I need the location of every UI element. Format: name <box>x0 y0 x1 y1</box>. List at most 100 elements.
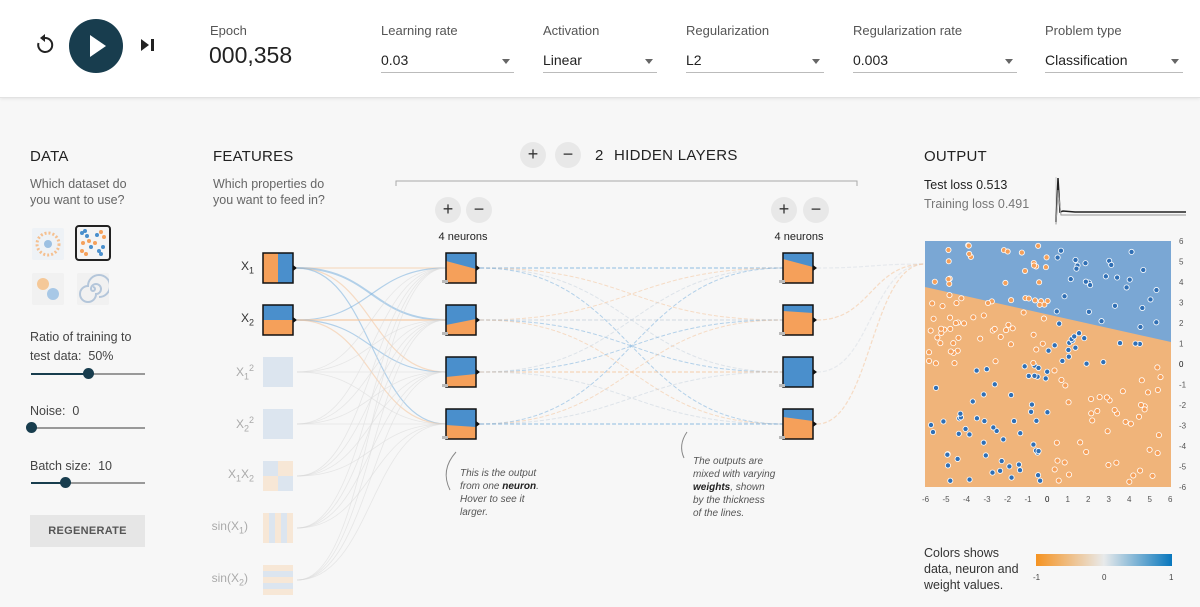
data-point <box>1030 331 1037 338</box>
weight-link[interactable] <box>479 371 784 425</box>
learning-rate-dropdown[interactable]: 0.03 <box>381 50 514 73</box>
weight-link[interactable] <box>296 267 447 529</box>
layer2-neuron-2[interactable] <box>779 304 817 336</box>
chevron-down-icon <box>502 59 510 64</box>
weight-link[interactable] <box>479 267 784 425</box>
activation-dropdown[interactable]: Linear <box>543 50 657 73</box>
feature-node-5[interactable] <box>263 461 293 491</box>
weight-link[interactable] <box>479 267 784 321</box>
layer2-remove-neuron-button[interactable]: − <box>803 197 829 223</box>
chevron-down-icon <box>645 59 653 64</box>
layer1-add-neuron-button[interactable]: + <box>435 197 461 223</box>
data-point <box>1044 368 1051 375</box>
dataset-gaussian-thumb[interactable] <box>32 273 64 305</box>
layer1-neuron-3[interactable] <box>442 356 480 388</box>
problem-type-dropdown[interactable]: Classification <box>1045 50 1183 73</box>
test-loss: Test loss 0.513 <box>924 178 1008 192</box>
top-control-bar: Epoch 000,358 Learning rate 0.03 Activat… <box>0 0 1200 98</box>
data-point <box>1051 342 1058 349</box>
batch-slider-track[interactable] <box>31 482 145 484</box>
weight-link[interactable] <box>296 319 447 581</box>
weight-link[interactable] <box>479 319 784 425</box>
weight-link[interactable] <box>296 267 447 373</box>
noise-slider-track[interactable] <box>31 427 145 429</box>
weight-link[interactable] <box>816 263 926 321</box>
x-tick-label: -1 <box>1025 495 1033 504</box>
data-point <box>1088 410 1095 417</box>
regenerate-button[interactable]: REGENERATE <box>30 515 145 547</box>
x-tick-label: 1 <box>1066 495 1071 504</box>
data-point <box>1113 459 1120 466</box>
weight-link[interactable] <box>479 267 784 321</box>
feature-node-6[interactable] <box>263 513 293 543</box>
data-point <box>1082 260 1089 267</box>
feature-node-7[interactable] <box>263 565 293 595</box>
regularization-rate-dropdown[interactable]: 0.003 <box>853 50 1017 73</box>
dataset-xor-thumb[interactable] <box>75 225 111 261</box>
data-point <box>977 335 984 342</box>
regularization-dropdown[interactable]: L2 <box>686 50 824 73</box>
batch-slider-handle[interactable] <box>59 477 71 488</box>
weight-link[interactable] <box>296 267 447 425</box>
play-button[interactable] <box>69 19 123 73</box>
step-forward-icon[interactable] <box>140 38 156 52</box>
data-point <box>1096 394 1103 401</box>
layer2-add-neuron-button[interactable]: + <box>771 197 797 223</box>
data-point <box>966 250 973 257</box>
legend-min: -1 <box>1033 573 1041 582</box>
reset-icon[interactable] <box>35 34 55 56</box>
noise-value: 0 <box>72 404 80 418</box>
weight-link[interactable] <box>296 267 447 477</box>
data-point <box>947 325 954 332</box>
data-point <box>1053 308 1060 315</box>
layer2-neuron-1[interactable] <box>779 252 817 284</box>
data-point <box>1137 467 1144 474</box>
weight-link[interactable] <box>816 263 926 373</box>
layer1-neuron-1[interactable] <box>442 252 480 284</box>
data-point <box>1155 432 1162 439</box>
data-point <box>945 246 952 253</box>
data-point <box>1072 344 1079 351</box>
data-point <box>982 452 989 459</box>
layer2-neuron-3[interactable] <box>779 356 817 388</box>
data-point <box>1020 309 1027 316</box>
data-point <box>932 360 939 367</box>
weight-link[interactable] <box>296 267 447 581</box>
remove-layer-button[interactable]: − <box>555 142 581 168</box>
weight-link[interactable] <box>479 371 784 425</box>
data-point <box>1083 448 1090 455</box>
layer1-neuron-2[interactable] <box>442 304 480 336</box>
weight-link[interactable] <box>296 371 447 581</box>
noise-label: Noise: 0 <box>30 404 80 418</box>
layer1-remove-neuron-button[interactable]: − <box>466 197 492 223</box>
dataset-spiral-thumb[interactable] <box>77 273 109 305</box>
weight-link[interactable] <box>816 263 926 425</box>
ratio-slider-handle[interactable] <box>82 368 94 379</box>
data-point <box>1111 302 1118 309</box>
layer2-neuron-4[interactable] <box>779 408 817 440</box>
weight-link[interactable] <box>816 263 926 269</box>
data-title: DATA <box>30 148 69 165</box>
layer1-neuron-count: 4 neurons <box>438 231 488 243</box>
x-tick-label: -5 <box>943 495 951 504</box>
feature-node-4[interactable] <box>263 409 293 439</box>
data-point <box>944 462 951 469</box>
layer1-neuron-4[interactable] <box>442 408 480 440</box>
data-point <box>1153 319 1160 326</box>
feature-node-1[interactable] <box>262 252 297 284</box>
feature-node-2[interactable] <box>262 304 297 336</box>
data-point <box>1132 340 1139 347</box>
add-layer-button[interactable]: + <box>520 142 546 168</box>
data-point <box>1100 359 1107 366</box>
data-point <box>1032 297 1039 304</box>
weight-link[interactable] <box>296 423 447 581</box>
data-point <box>955 334 962 341</box>
dataset-circle-thumb[interactable] <box>32 228 64 260</box>
noise-slider-handle[interactable] <box>25 422 37 433</box>
weight-link[interactable] <box>296 267 447 321</box>
weight-link[interactable] <box>479 267 784 373</box>
data-point <box>1028 401 1035 408</box>
data-point <box>973 415 980 422</box>
feature-node-3[interactable] <box>263 357 293 387</box>
data-point <box>985 300 992 307</box>
